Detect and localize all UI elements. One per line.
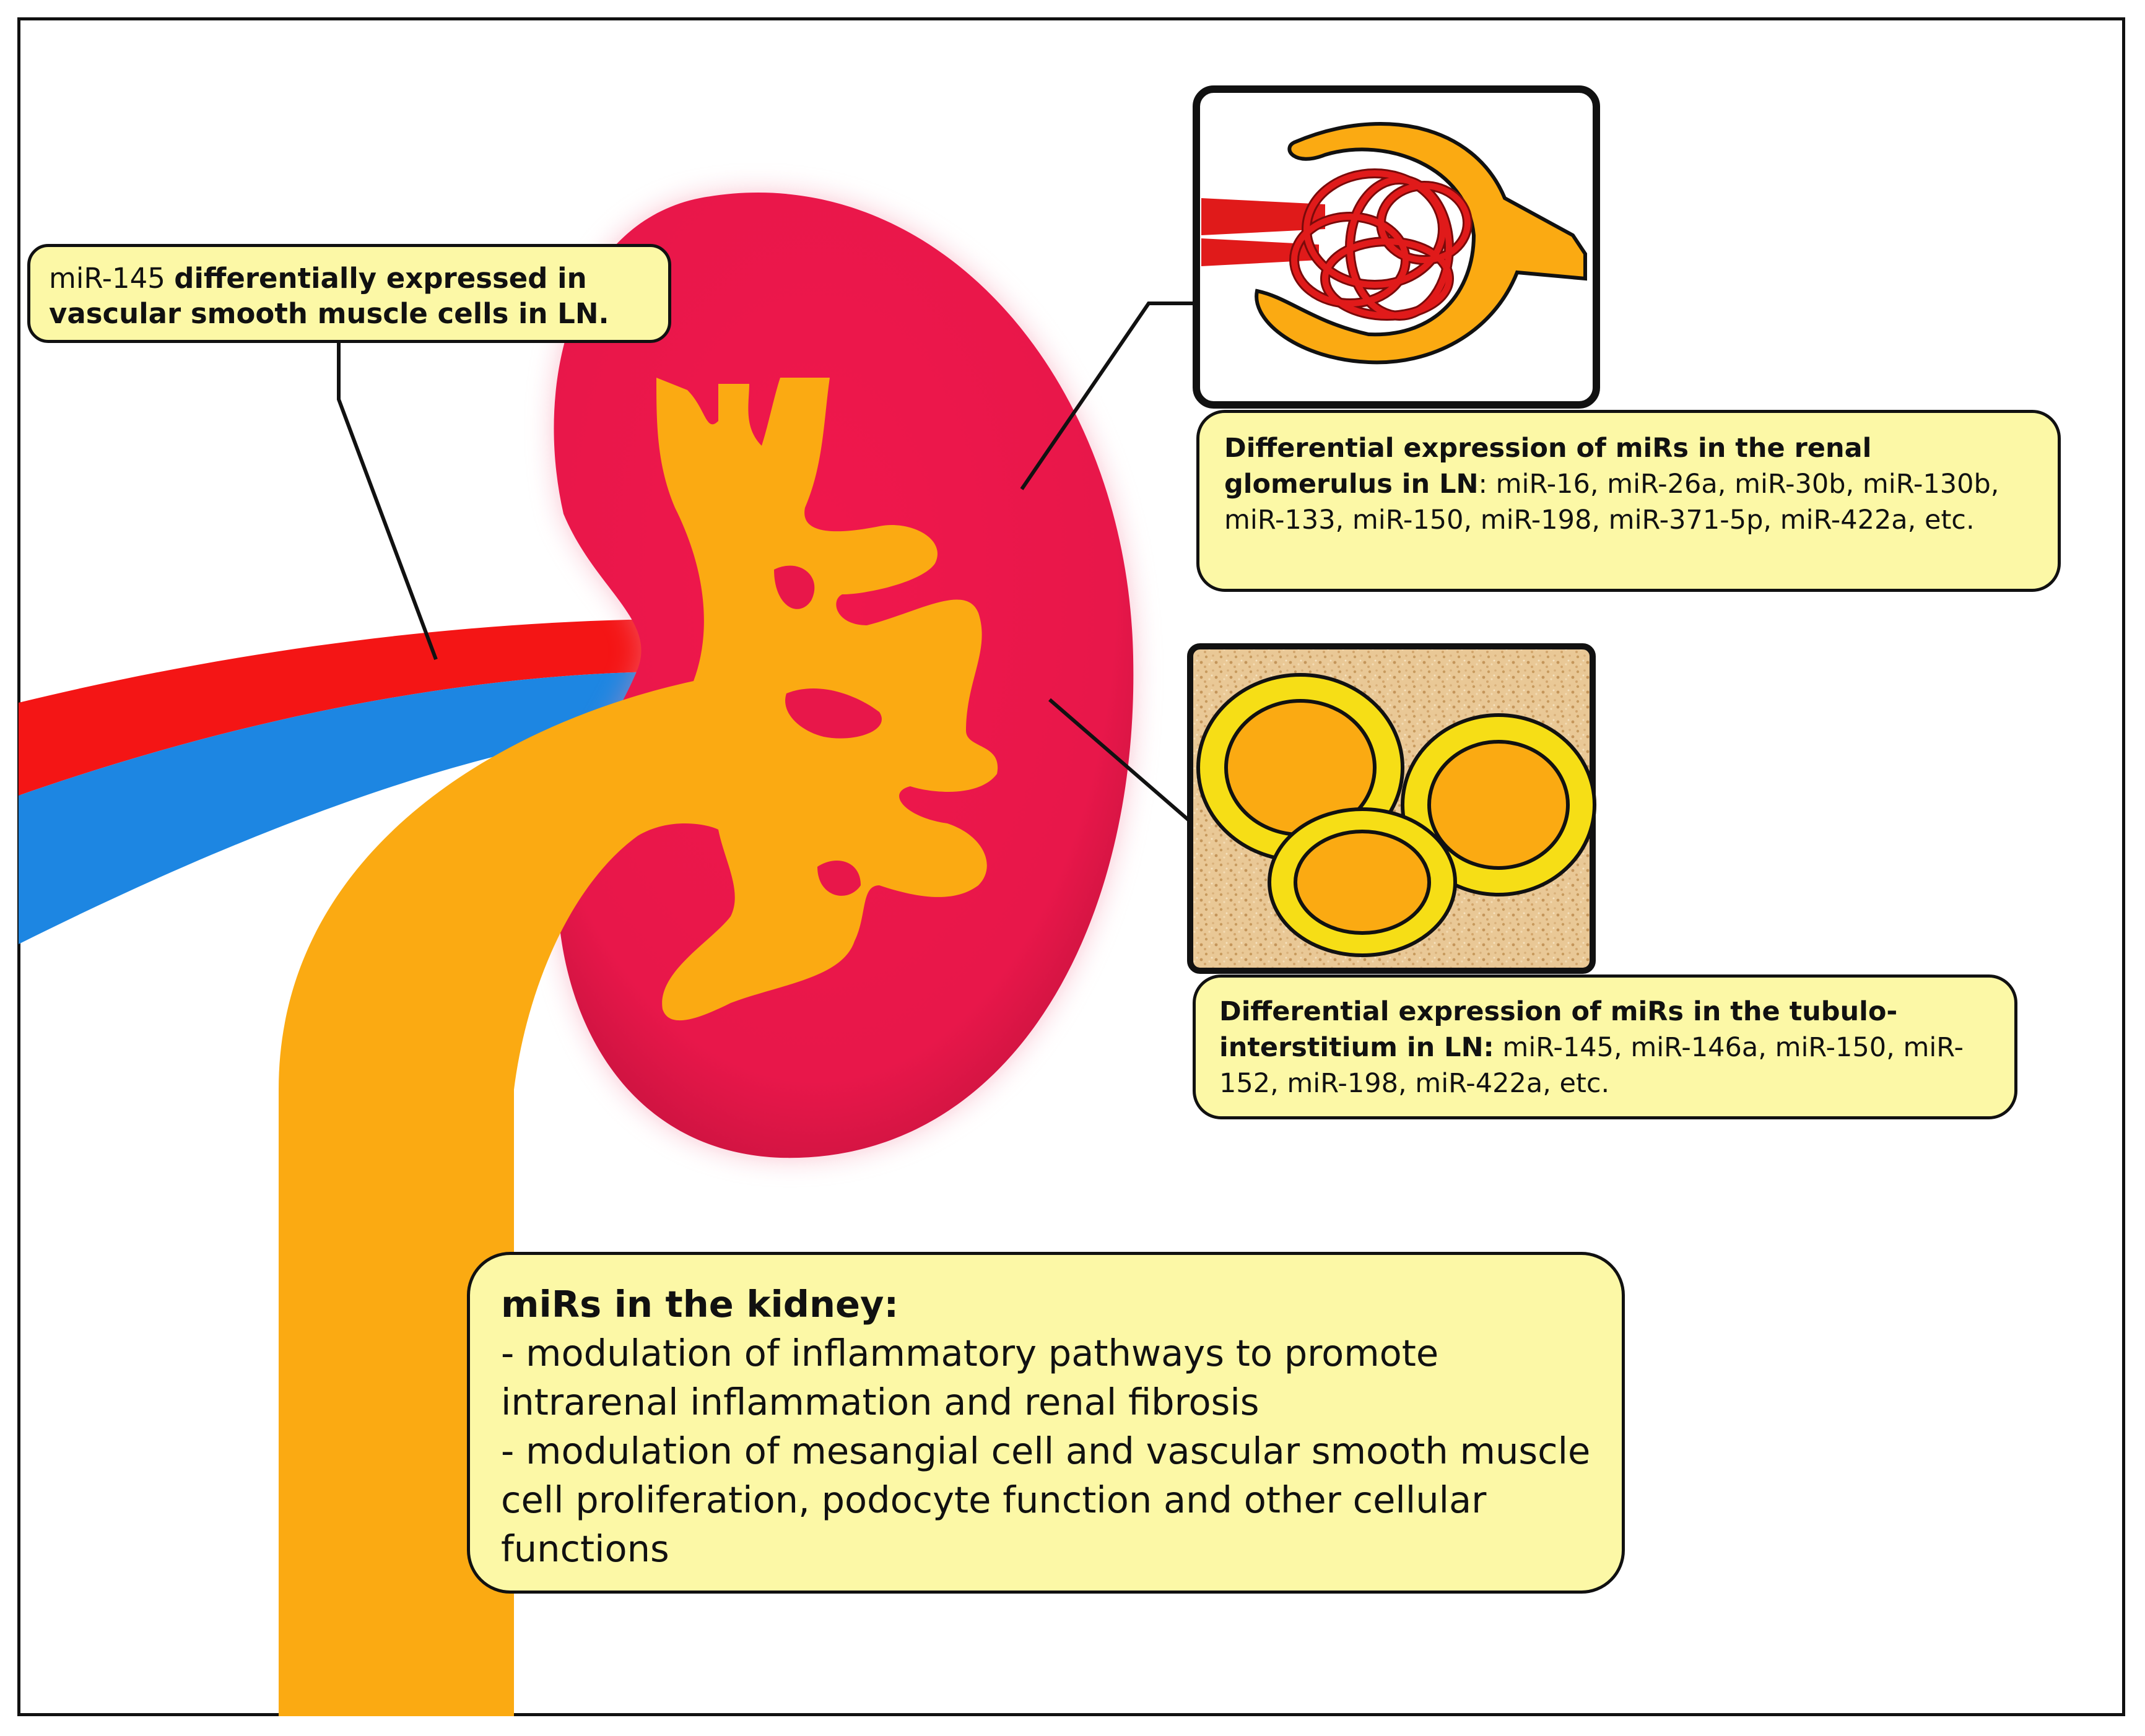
glomerulus-callout-text: : miR-16, miR-26a, miR-30b, miR-130b, mi… — [1224, 469, 1999, 536]
vascular-callout-bold: differentially expressed in vascular smo… — [49, 262, 609, 330]
renal-vein — [19, 672, 656, 944]
kidney-mirs-point-1: - modulation of inflammatory pathways to… — [501, 1332, 1439, 1423]
tubulointerstitium-inset — [1187, 643, 1596, 974]
connector-vascular — [337, 342, 438, 661]
connector-tubulo — [1048, 698, 1190, 822]
glomerulus-callout-bold: Differential expression of miRs in the r… — [1224, 433, 1872, 500]
vascular-callout-prefix: miR-145 — [49, 262, 165, 295]
tubulo-callout-bold: Differential expression of miRs in the t… — [1219, 996, 1898, 1063]
kidney-mirs-point-2: - modulation of mesangial cell and vascu… — [501, 1430, 1591, 1570]
kidney-mirs-callout: miRs in the kidney: - modulation of infl… — [467, 1252, 1625, 1594]
glomerulus-inset — [1193, 85, 1600, 409]
connector-glomerulus — [1020, 302, 1196, 490]
tubulo-callout-text: miR-145, miR-146a, miR-150, miR-152, miR… — [1219, 1032, 1964, 1099]
kidney-mirs-title: miRs in the kidney: — [501, 1283, 899, 1326]
tubulo-callout: Differential expression of miRs in the t… — [1193, 974, 2017, 1119]
glomerulus-callout: Differential expression of miRs in the r… — [1196, 410, 2061, 592]
vascular-callout: miR-145 differentially expressed in vasc… — [27, 244, 671, 343]
renal-artery — [19, 619, 656, 796]
